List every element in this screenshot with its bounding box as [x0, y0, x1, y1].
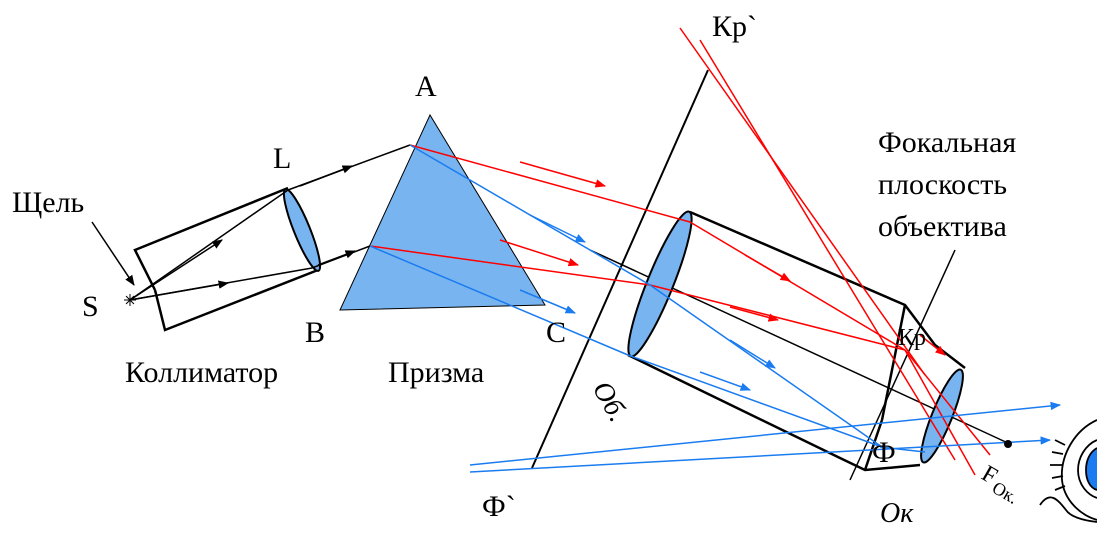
star-icon [124, 294, 136, 306]
blue-rays [369, 144, 1062, 473]
label-apex-a: A [415, 70, 437, 103]
label-violet-focus: Ф [872, 436, 896, 469]
label-red-focus: Кр [898, 325, 926, 351]
label-violet-plane: Ф` [482, 490, 516, 523]
objective-plane-line [531, 69, 709, 469]
slit-pointer [91, 221, 135, 286]
eye-icon [1039, 419, 1097, 523]
collimator-tube [133, 186, 319, 332]
label-slit: Щель [12, 186, 84, 219]
collimator-lens [282, 188, 322, 272]
prism [339, 113, 546, 311]
dot-icon [1004, 440, 1012, 448]
label-lens: L [273, 142, 291, 175]
label-apex-c: C [546, 316, 566, 349]
label-red-plane: Кр` [712, 10, 757, 43]
collimator-rays [129, 144, 411, 301]
label-focal-plane-1: Фокальная [878, 126, 1016, 159]
label-eyepiece-focus-sub: Ок. [989, 477, 1022, 507]
label-prism: Призма [388, 356, 484, 389]
label-apex-b: B [305, 316, 325, 349]
label-source: S [82, 290, 99, 323]
label-collimator: Коллиматор [125, 356, 278, 389]
label-focal-plane-3: объектива [878, 210, 1007, 243]
label-objective: Об. [586, 376, 634, 427]
red-rays [369, 27, 991, 476]
objective-lens [627, 210, 693, 358]
label-eyepiece-focus: F Ок. [977, 461, 1022, 508]
label-eyepiece: Ок [880, 498, 914, 528]
label-focal-plane-2: плоскость [878, 168, 1007, 201]
